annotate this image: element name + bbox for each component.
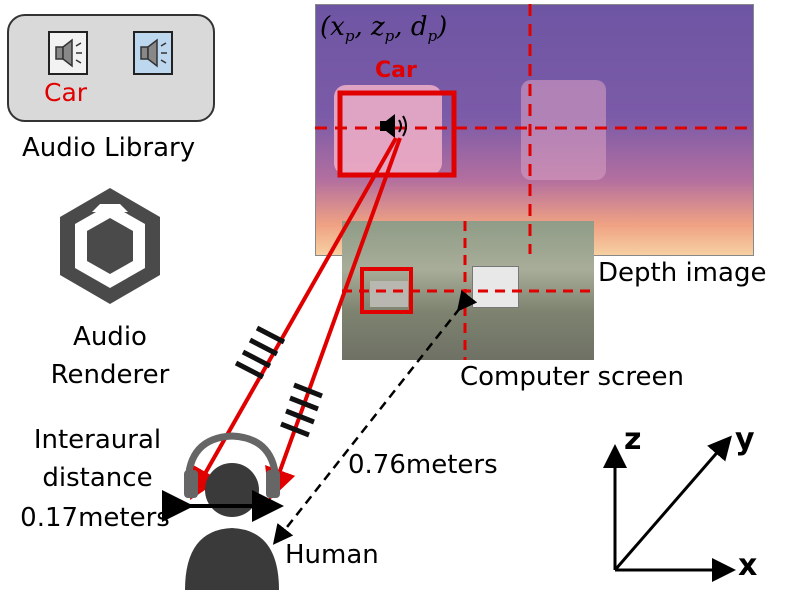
speaker-icon-selected[interactable] <box>133 31 173 75</box>
computer-screen-label: Computer screen <box>460 362 684 392</box>
speaker-icon[interactable] <box>48 31 88 75</box>
depth-image-label: Depth image <box>598 258 767 288</box>
interaural-line2: distance <box>42 463 153 493</box>
interaural-value: 0.17meters <box>20 503 170 533</box>
audio-library-selected-label: Car <box>44 78 88 107</box>
audio-renderer-line2: Renderer <box>50 360 170 390</box>
axis-y-label: y <box>735 422 755 457</box>
depth-car-region <box>334 85 442 175</box>
screen-car <box>370 281 408 307</box>
depth-coordinates: (xp, zp, dp) <box>320 12 448 46</box>
axis-z-label: z <box>624 422 642 457</box>
coordinate-axes <box>603 435 736 582</box>
axis-x-label: x <box>738 548 758 583</box>
screen-truck <box>472 266 519 308</box>
human-figure <box>184 432 280 590</box>
depth-truck-region <box>521 80 606 180</box>
human-label: Human <box>285 540 379 570</box>
sound-wave-left <box>234 325 286 380</box>
depth-object-label: Car <box>375 58 417 83</box>
audio-renderer-line1: Audio <box>73 322 147 352</box>
axis-y <box>613 435 732 571</box>
audio-library-title: Audio Library <box>22 133 196 163</box>
distance-label: 0.76meters <box>348 450 498 480</box>
interaural-line1: Interaural <box>33 425 162 455</box>
audio-library-panel <box>7 14 215 122</box>
sound-wave-right <box>280 382 323 438</box>
computer-screen-image <box>342 221 594 360</box>
